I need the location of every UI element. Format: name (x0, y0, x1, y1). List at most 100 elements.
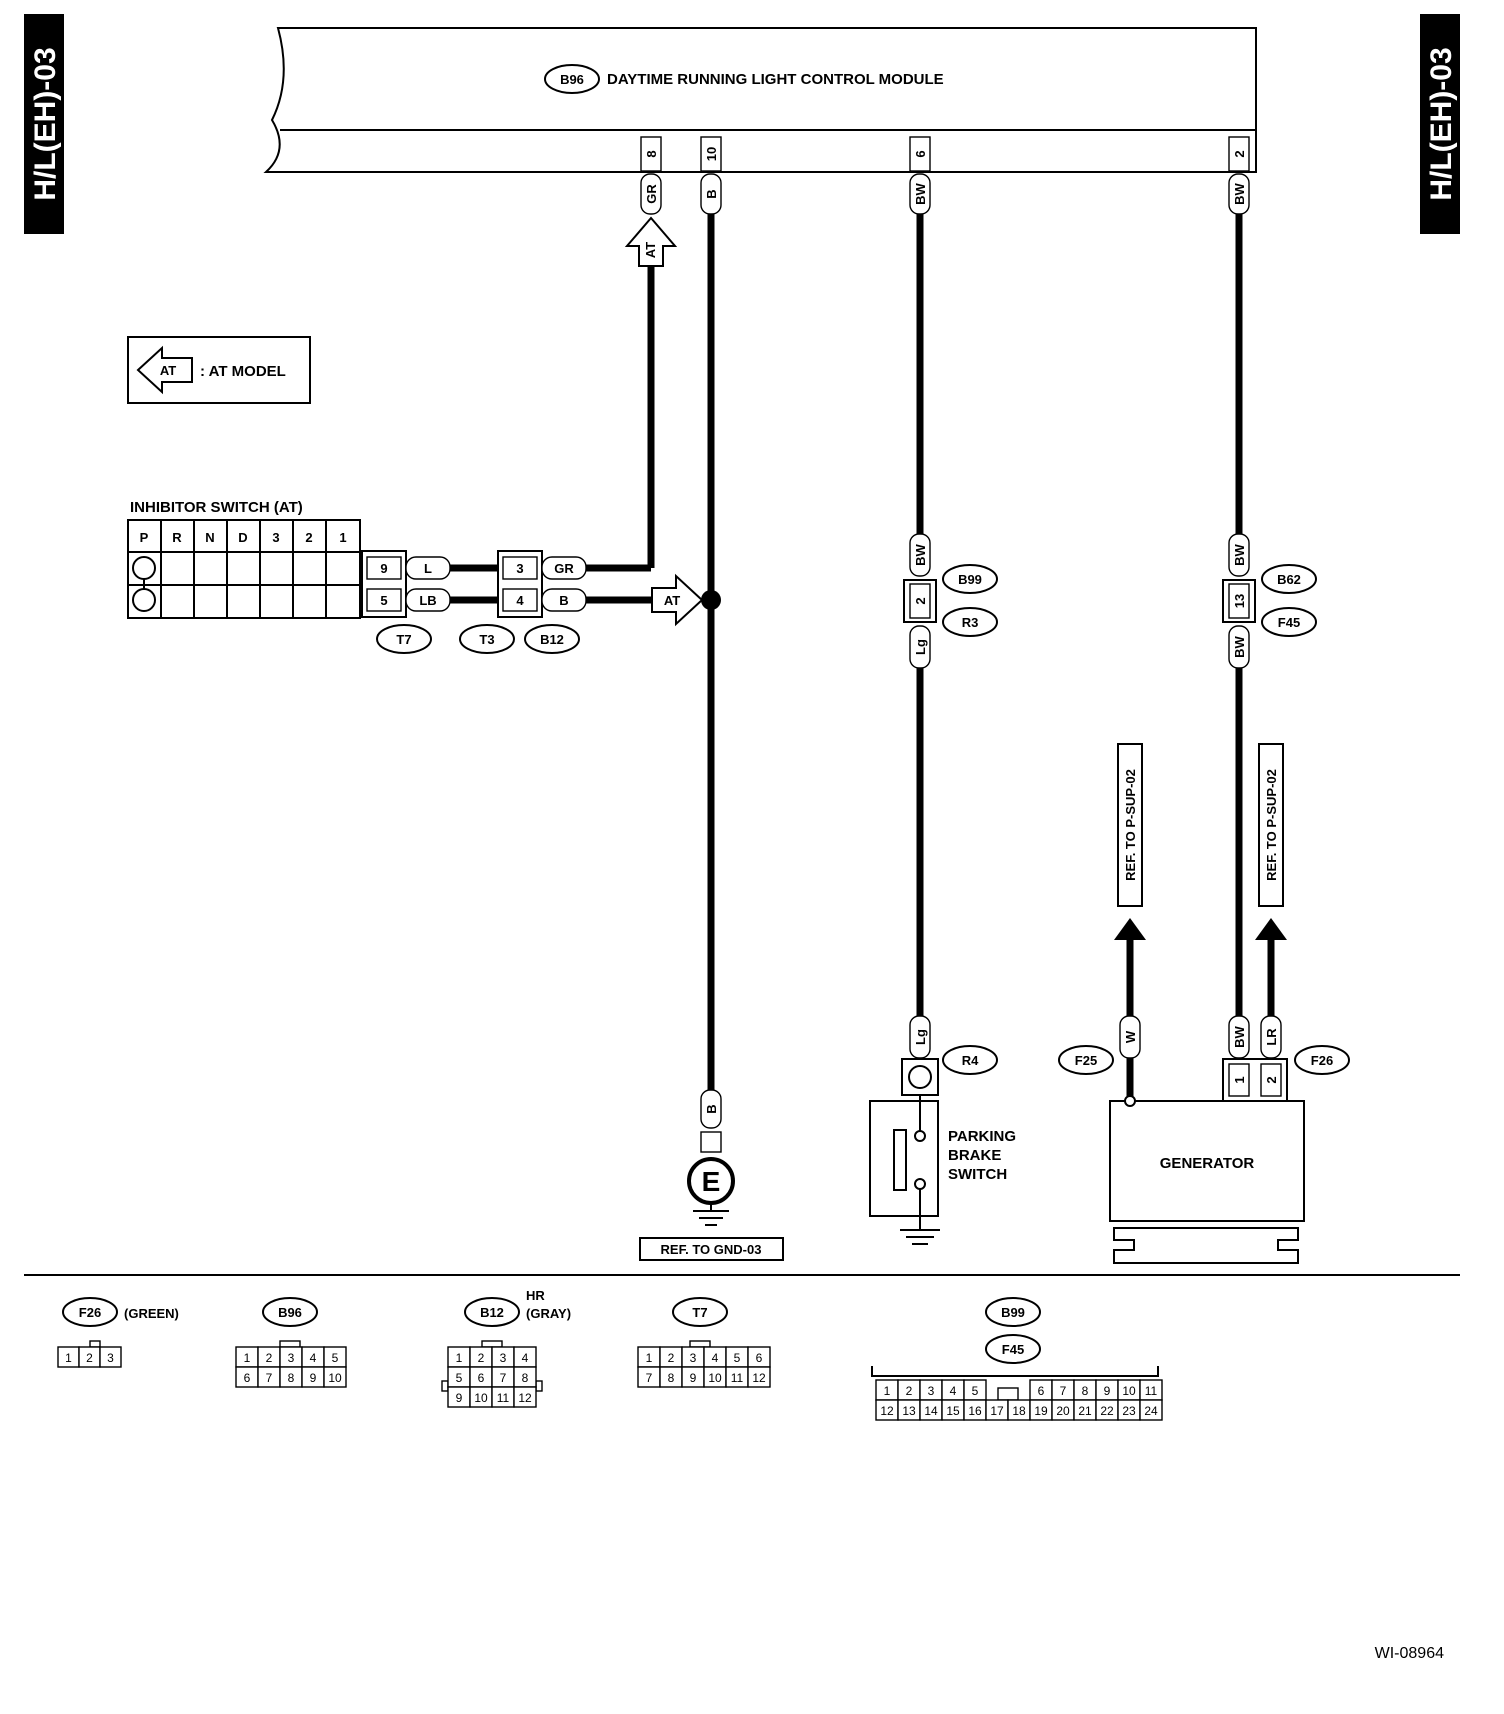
svg-text:B96: B96 (278, 1305, 302, 1320)
b99-pin-label: 4 (950, 1384, 957, 1398)
b12-pin-label: 3 (500, 1351, 507, 1365)
parking-label-2: BRAKE (948, 1147, 1001, 1164)
b99-pin-label: 15 (946, 1404, 960, 1418)
at-arrow-up: AT (624, 216, 678, 267)
svg-text:BW: BW (913, 543, 928, 565)
module-pin-6: 6 (913, 150, 928, 157)
b12-pin-label: 10 (474, 1391, 488, 1405)
b99-pin-label: 13 (902, 1404, 916, 1418)
svg-text:3: 3 (516, 561, 523, 576)
f26-pin-label: 1 (65, 1351, 72, 1365)
position-p: P (140, 530, 149, 545)
splice-point (701, 590, 721, 610)
wire-color-lr: LR (1264, 1028, 1279, 1046)
svg-text:1: 1 (1232, 1076, 1247, 1083)
label-f45: F45 (1278, 615, 1300, 630)
t7-pin-label: 9 (690, 1371, 697, 1385)
module-pin-10: 10 (704, 147, 719, 161)
svg-text:BW: BW (1232, 543, 1247, 565)
b12-hr: HR (526, 1288, 545, 1303)
b99-pin-label: 21 (1078, 1404, 1092, 1418)
wire-color-b: B (704, 189, 719, 198)
b99-pin-label: 17 (990, 1404, 1004, 1418)
parking-label-1: PARKING (948, 1128, 1016, 1145)
ground-symbol: B E REF. TO GND-03 (639, 1089, 784, 1261)
parking-brake-switch: Lg R4 PARKING BRAKE SWITCH (869, 1015, 1016, 1245)
f26-color: (GREEN) (124, 1306, 179, 1321)
module-title: DAYTIME RUNNING LIGHT CONTROL MODULE (607, 71, 944, 88)
ref-p-sup-02-b: REF. TO P-SUP-02 (1264, 769, 1279, 881)
t7-cell (747, 1366, 771, 1388)
svg-text:AT: AT (643, 242, 658, 258)
label-f26: F26 (1311, 1053, 1333, 1068)
svg-text:H/L(EH)-03: H/L(EH)-03 (29, 47, 62, 200)
b96-cell (323, 1366, 347, 1388)
b12-pin-label: 12 (518, 1391, 532, 1405)
wire-color-bw-gen: BW (1232, 1025, 1247, 1047)
svg-text:2: 2 (913, 597, 928, 604)
t7-pin-label: 1 (646, 1351, 653, 1365)
t7-pin-label: 3 (690, 1351, 697, 1365)
b12-pin-label: 7 (500, 1371, 507, 1385)
generator-line-connector: BW 13 BW B62 F45 (1222, 533, 1317, 669)
t7-pin-label: 2 (668, 1351, 675, 1365)
label-t7: T7 (396, 632, 411, 647)
b12-cell (513, 1386, 537, 1408)
label-r3: R3 (962, 615, 979, 630)
t7-pin-label: 11 (731, 1371, 744, 1385)
b99-pin-label: 5 (972, 1384, 979, 1398)
b12-connector: 3 4 GR B (497, 550, 587, 618)
t7-pin-label: 7 (646, 1371, 653, 1385)
label-t3: T3 (479, 632, 494, 647)
svg-text:AT: AT (664, 593, 680, 608)
svg-text:13: 13 (1232, 594, 1247, 608)
b99-pin-label: 10 (1122, 1384, 1136, 1398)
b96-pin-label: 7 (266, 1371, 273, 1385)
wire-color-gr-b12: GR (554, 561, 574, 576)
b99-key (997, 1387, 1019, 1401)
t7-pin-label: 6 (756, 1351, 763, 1365)
ref-p-sup-02: REF. TO P-SUP-02 REF. TO P-SUP-02 (1114, 743, 1287, 940)
b99-pin-label: 23 (1122, 1404, 1136, 1418)
b99-pin-label: 24 (1144, 1404, 1158, 1418)
position-n: N (205, 530, 214, 545)
b99-pin-label: 9 (1104, 1384, 1111, 1398)
label-f25: F25 (1075, 1053, 1097, 1068)
b99-pin-label: 12 (880, 1404, 894, 1418)
f26-cell (99, 1346, 122, 1368)
position-2: 2 (305, 530, 312, 545)
svg-text:F26: F26 (79, 1305, 101, 1320)
b99-cell (1139, 1399, 1163, 1421)
b96-pin-label: 5 (332, 1351, 339, 1365)
page-tab-right: H/L(EH)-03 (1420, 14, 1460, 234)
svg-text:2: 2 (1264, 1076, 1279, 1083)
b99-outline (871, 1366, 1159, 1377)
at-model-legend: AT : AT MODEL (127, 336, 311, 404)
b99-pin-label: 14 (924, 1404, 938, 1418)
svg-text:5: 5 (380, 593, 387, 608)
generator: W F25 BW LR F26 1 2 GENERATOR (1058, 1015, 1350, 1264)
svg-text:BW: BW (1232, 635, 1247, 657)
b99-pin-label: 11 (1145, 1384, 1158, 1398)
b12-pin-label: 2 (478, 1351, 485, 1365)
position-d: D (238, 530, 247, 545)
generator-label: GENERATOR (1160, 1155, 1255, 1172)
wires (450, 210, 1275, 1098)
wire-color-w: W (1123, 1030, 1138, 1043)
at-arrow-right: AT (651, 573, 704, 627)
t7-pin-label: 5 (734, 1351, 741, 1365)
b96-pin-label: 3 (288, 1351, 295, 1365)
parking-label-3: SWITCH (948, 1166, 1007, 1183)
svg-text:H/L(EH)-03: H/L(EH)-03 (1425, 47, 1458, 200)
b12-pin-label: 9 (456, 1391, 463, 1405)
b12-pin-label: 1 (456, 1351, 463, 1365)
parking-brake-connector: BW 2 Lg B99 R3 (903, 533, 998, 669)
label-b99: B99 (958, 572, 982, 587)
control-module: B96 DAYTIME RUNNING LIGHT CONTROL MODULE… (263, 27, 1257, 173)
b96-pin-label: 10 (328, 1371, 342, 1385)
b96-pin-label: 4 (310, 1351, 317, 1365)
wire-color-lb: LB (419, 593, 436, 608)
page-tab-left: H/L(EH)-03 (24, 14, 64, 234)
